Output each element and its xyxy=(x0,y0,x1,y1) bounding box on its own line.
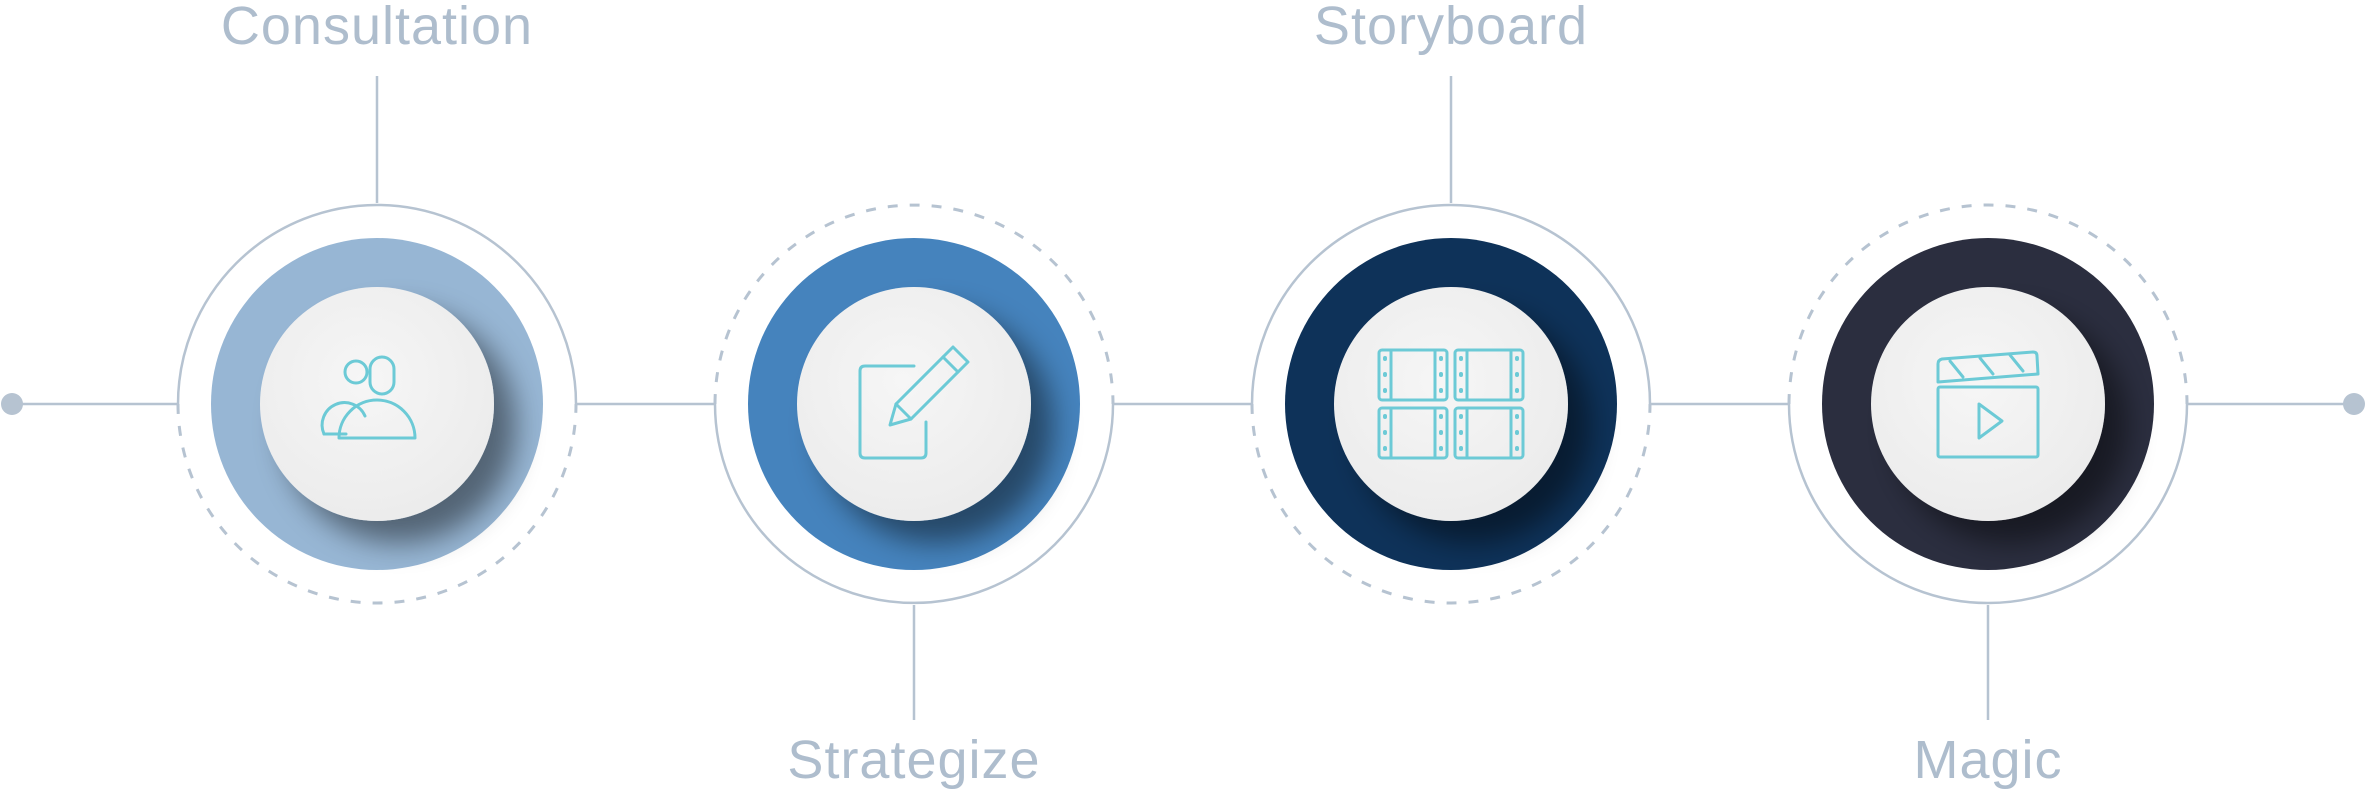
step-magic xyxy=(1787,203,2189,720)
clapperboard-icon xyxy=(1936,350,2040,459)
outer-ring-dashed xyxy=(1787,203,2189,405)
step-strategize xyxy=(713,203,1115,720)
inner-disc xyxy=(797,287,1031,521)
end-dot xyxy=(2343,393,2365,415)
pencil-note-icon xyxy=(858,345,970,460)
start-dot xyxy=(1,393,23,415)
inner-disc xyxy=(1334,287,1568,521)
step-label-strategize: Strategize xyxy=(787,730,1041,790)
outer-ring-dashed xyxy=(713,203,1115,405)
steps-layer xyxy=(176,76,2189,720)
outer-ring-solid xyxy=(1250,203,1652,405)
step-label-magic: Magic xyxy=(1913,730,2063,790)
inner-disc xyxy=(260,287,494,521)
outer-ring-solid xyxy=(713,403,1115,605)
outer-ring-dashed xyxy=(176,403,578,605)
step-storyboard xyxy=(1250,76,1652,605)
film-frames-icon xyxy=(1377,348,1525,460)
step-label-consultation: Consultation xyxy=(220,0,534,56)
outer-ring-solid xyxy=(1787,403,2189,605)
step-label-storyboard: Storyboard xyxy=(1313,0,1589,56)
inner-disc xyxy=(1871,287,2105,521)
step-consultation xyxy=(176,76,578,605)
people-icon xyxy=(320,355,417,440)
outer-ring-solid xyxy=(176,203,578,405)
outer-ring-dashed xyxy=(1250,403,1652,605)
